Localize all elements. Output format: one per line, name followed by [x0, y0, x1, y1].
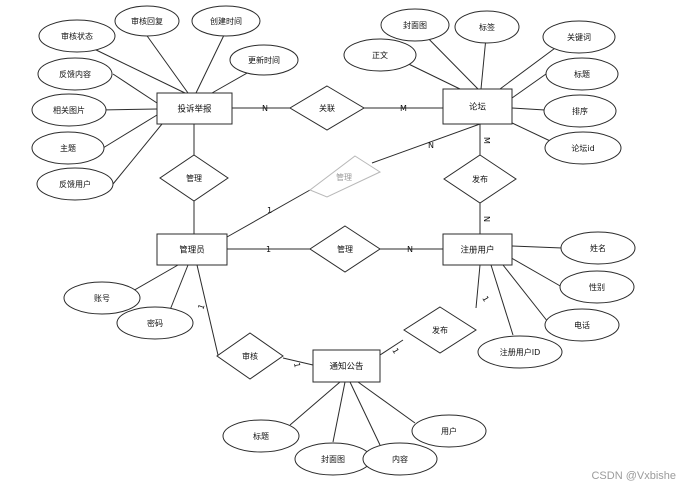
cardinality-admin-review: 1	[196, 303, 206, 311]
cardinality-forum-manage-admin: N	[428, 141, 434, 150]
relationship-review-notice-label: 审核	[242, 351, 258, 361]
svg-text:姓名: 姓名	[590, 243, 606, 253]
relationship-publish-notice-label: 发布	[432, 325, 448, 335]
relationship-manage-complaint: 管理	[159, 154, 229, 202]
attribute-forum-tag: 标签	[454, 10, 520, 44]
svg-text:封面图: 封面图	[403, 20, 427, 30]
attribute-complaint-related-image: 相关图片	[31, 93, 107, 127]
cardinality-admin-manage-user: 1	[266, 245, 271, 254]
cardinality-user-manage: N	[407, 245, 413, 254]
entity-forum-label: 论坛	[469, 102, 487, 113]
entity-user-label: 注册用户	[460, 245, 494, 256]
cardinality-complaint-related: N	[262, 104, 268, 113]
svg-text:关键词: 关键词	[567, 32, 591, 42]
svg-text:相关图片: 相关图片	[53, 105, 85, 115]
relationship-publish-notice: 发布	[403, 306, 477, 354]
svg-text:密码: 密码	[147, 318, 163, 328]
cardinality-notice-review: 1	[292, 362, 302, 369]
attribute-forum-keyword: 关键词	[542, 20, 616, 54]
cardinality-user-publish-forum: N	[482, 216, 491, 222]
attribute-user-gender: 性别	[559, 270, 635, 304]
cardinality-forum-related: M	[400, 104, 407, 113]
relationship-manage-user-label: 管理	[337, 244, 353, 254]
cardinality-forum-publish: M	[482, 137, 491, 144]
svg-text:排序: 排序	[572, 106, 588, 116]
relationship-publish-forum: 发布	[443, 154, 517, 204]
svg-text:正文: 正文	[372, 50, 388, 60]
attribute-admin-account: 账号	[63, 281, 141, 315]
svg-text:审核回复: 审核回复	[131, 16, 163, 26]
relationship-publish-forum-label: 发布	[472, 174, 488, 184]
relationship-manage-forum: 管理	[308, 155, 382, 198]
svg-text:用户: 用户	[441, 426, 457, 436]
svg-text:主题: 主题	[60, 143, 76, 153]
attribute-admin-password: 密码	[116, 306, 194, 340]
attribute-user-phone: 电话	[544, 308, 620, 342]
relationship-manage-forum-label: 管理	[336, 172, 352, 182]
attribute-complaint-feedback-user: 反馈用户	[36, 167, 114, 201]
svg-text:反馈用户: 反馈用户	[59, 179, 91, 189]
attribute-notice-title: 标题	[222, 419, 300, 453]
entity-forum: 论坛	[442, 88, 513, 125]
svg-text:性别: 性别	[589, 282, 605, 292]
attribute-user-id: 注册用户ID	[477, 335, 563, 369]
relationship-review-notice: 审核	[216, 332, 284, 380]
svg-text:创建时间: 创建时间	[210, 16, 242, 26]
relationship-related-label: 关联	[319, 103, 335, 113]
svg-text:标签: 标签	[479, 22, 495, 32]
svg-text:标题: 标题	[253, 431, 269, 441]
entity-admin-label: 管理员	[179, 245, 205, 256]
cardinality-labels: N M 1 N M N 1 N 1 1 1 1	[196, 104, 491, 368]
entity-admin: 管理员	[156, 233, 228, 266]
attribute-complaint-review-reply: 审核回复	[114, 5, 180, 37]
svg-text:封面图: 封面图	[321, 454, 345, 464]
attribute-forum-sort: 排序	[543, 94, 617, 128]
svg-text:审核状态: 审核状态	[61, 31, 93, 41]
entity-complaint: 投诉举报	[156, 92, 233, 125]
svg-text:内容: 内容	[392, 454, 408, 464]
entity-user: 注册用户	[442, 233, 513, 266]
svg-text:电话: 电话	[574, 320, 590, 330]
attribute-complaint-updated-time: 更新时间	[229, 44, 299, 76]
svg-text:论坛id: 论坛id	[571, 143, 594, 153]
svg-text:标题: 标题	[574, 69, 590, 79]
attribute-complaint-feedback-content: 反馈内容	[37, 57, 113, 91]
attribute-user-name: 姓名	[560, 231, 636, 265]
svg-text:更新时间: 更新时间	[248, 55, 280, 65]
entity-complaint-label: 投诉举报	[177, 104, 212, 115]
svg-text:账号: 账号	[94, 294, 110, 303]
attribute-notice-content: 内容	[362, 442, 438, 476]
svg-text:反馈内容: 反馈内容	[59, 69, 91, 79]
attribute-forum-body: 正文	[343, 38, 417, 72]
cardinality-admin-manage-forum: 1	[267, 206, 272, 215]
attribute-complaint-review-status: 审核状态	[38, 19, 116, 53]
attribute-notice-user: 用户	[411, 414, 487, 448]
entity-notice: 通知公告	[312, 349, 381, 383]
cardinality-user-publish-notice: 1	[480, 295, 490, 304]
relationship-manage-user: 管理	[309, 225, 381, 273]
relationship-related: 关联	[289, 85, 365, 131]
watermark: CSDN @Vxbishe	[591, 470, 676, 482]
attribute-forum-title: 标题	[545, 57, 619, 91]
attribute-notice-cover: 封面图	[294, 442, 372, 476]
attribute-complaint-created-time: 创建时间	[191, 5, 261, 37]
cardinality-notice-publish: 1	[390, 347, 400, 356]
attribute-complaint-subject: 主题	[31, 131, 105, 165]
attribute-forum-id: 论坛id	[544, 131, 622, 165]
svg-text:注册用户ID: 注册用户ID	[500, 347, 541, 357]
attribute-forum-cover: 封面图	[380, 8, 450, 42]
entity-notice-label: 通知公告	[329, 361, 363, 372]
relationship-manage-complaint-label: 管理	[186, 173, 202, 183]
